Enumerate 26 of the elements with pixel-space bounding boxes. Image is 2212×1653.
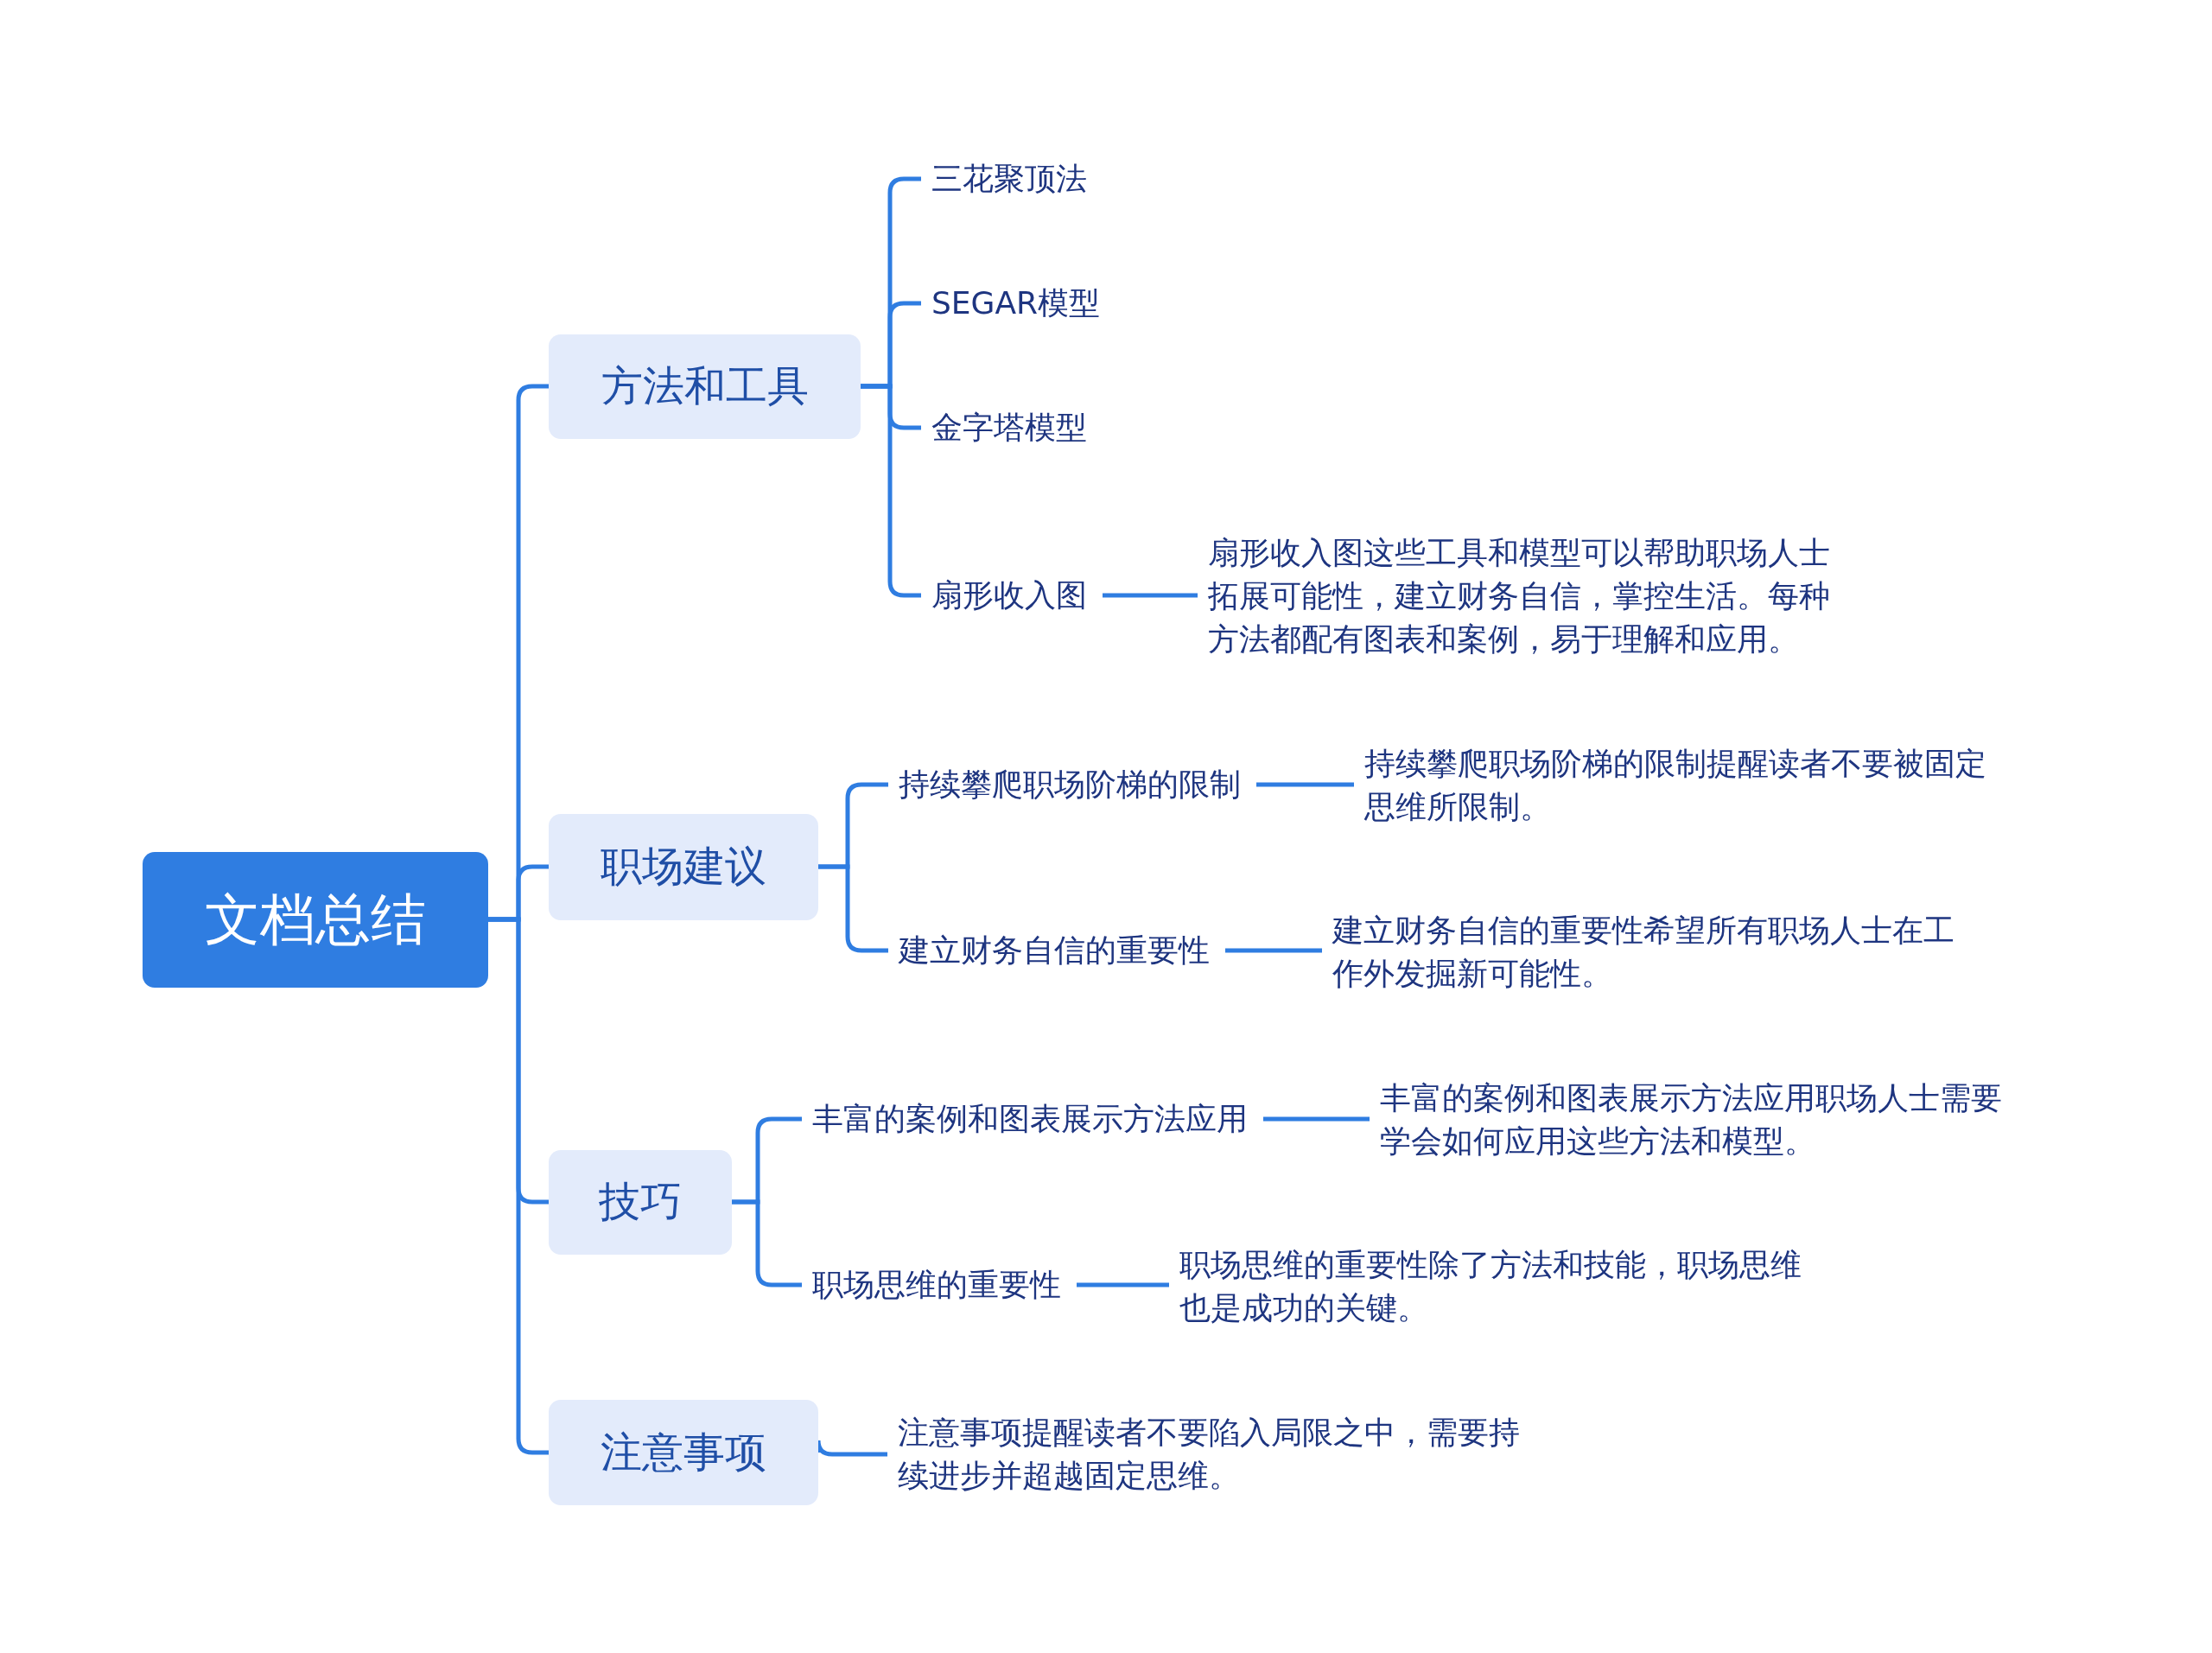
topic-box: 方法和工具 [549,334,861,439]
connector-line [1263,1116,1370,1122]
description-text: 持续攀爬职场阶梯的限制提醒读者不要被固定思维所限制。 [1354,741,2011,830]
root-topic-box: 文档总结 [143,851,488,988]
connector-line [818,864,888,953]
connector-line [1103,593,1198,598]
subtopic-text: 职场思维的重要性 [802,1260,1071,1310]
subtopic-text: 建立财务自信的重要性 [888,925,1220,976]
description-text: 建立财务自信的重要性希望所有职场人士在工作外发掘新可能性。 [1322,907,1979,997]
description-text: 注意事项提醒读者不要陷入局限之中，需要持续进步并超越固定思维。 [887,1409,1544,1499]
topic-box: 技巧 [549,1149,732,1255]
subtopic-text: 扇形收入图 [921,570,1097,620]
connector-line [732,1199,802,1287]
connector-line [1225,948,1322,953]
subtopic-text: 三花聚顶法 [921,154,1097,204]
topic-box: 职场建议 [549,813,818,920]
subtopic-text: SEGAR模型 [921,278,1111,328]
description-text: 职场思维的重要性除了方法和技能，职场思维也是成功的关键。 [1169,1242,1826,1332]
topic-box: 注意事项 [549,1400,818,1505]
subtopic-text: 金字塔模型 [921,403,1097,453]
description-text: 扇形收入图这些工具和模型可以帮助职场人士拓展可能性，建立财务自信，掌控生活。每种方法都配有图表和案例，易于理解和应用。 [1198,530,1854,663]
description-text: 丰富的案例和图表展示方法应用职场人士需要学会如何应用这些方法和模型。 [1370,1075,2026,1165]
subtopic-text: 持续攀爬职场阶梯的限制 [888,760,1251,810]
connector-line [1077,1282,1169,1287]
subtopic-text: 丰富的案例和图表展示方法应用 [802,1094,1258,1144]
connector-line [1256,782,1354,787]
